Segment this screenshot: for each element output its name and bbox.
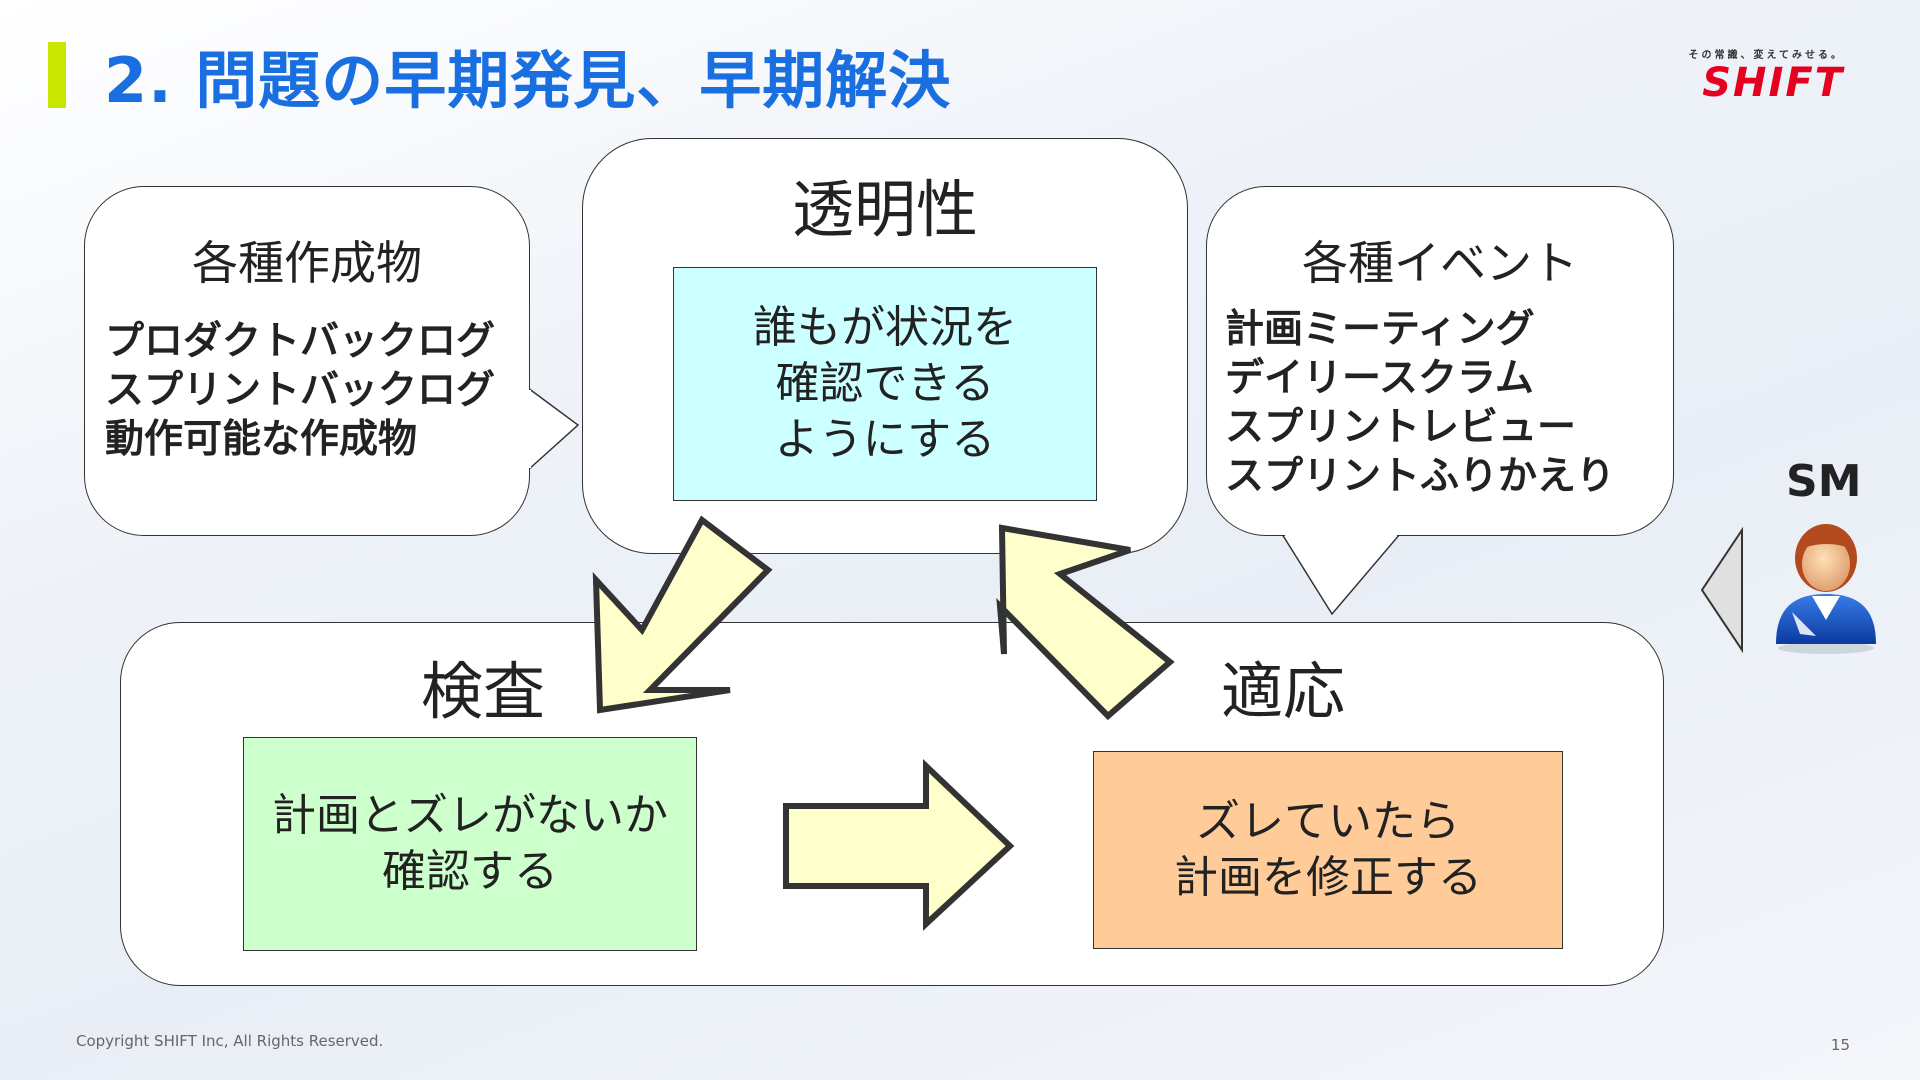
list-item: スプリントレビュー <box>1225 405 1577 450</box>
title-accent-bar <box>48 42 66 108</box>
events-heading: 各種イベント <box>1302 236 1578 290</box>
transparency-note-text: 誰もが状況を 確認できる ようにする <box>753 302 1017 465</box>
list-item: スプリントバックログ <box>105 368 496 413</box>
arrow-to-transparency <box>996 524 1175 721</box>
transparency-heading: 透明性 <box>791 173 978 246</box>
inspection-sticky-note: 計画とズレがないか 確認する <box>243 737 697 951</box>
list-item: プロダクトバックログ <box>105 319 496 364</box>
transparency-sticky-note: 誰もが状況を 確認できる ようにする <box>673 267 1097 501</box>
list-item: スプリントふりかえり <box>1225 454 1616 499</box>
adaptation-sticky-note: ズレていたら 計画を修正する <box>1093 751 1563 949</box>
events-bubble: 各種イベント 計画ミーティング デイリースクラム スプリントレビュー スプリント… <box>1206 186 1674 536</box>
arrow-to-adaptation <box>783 759 1015 931</box>
inspection-heading: 検査 <box>421 655 546 728</box>
list-item: 計画ミーティング <box>1225 307 1535 352</box>
artifacts-bubble: 各種作成物 プロダクトバックログ スプリントバックログ 動作可能な作成物 <box>84 186 530 536</box>
events-list: 計画ミーティング デイリースクラム スプリントレビュー スプリントふりかえり <box>1225 305 1615 501</box>
inspect-adapt-box: 検査 適応 計画とズレがないか 確認する ズレていたら 計画を修正する <box>120 622 1664 986</box>
user-avatar-icon <box>1776 524 1876 654</box>
artifacts-heading: 各種作成物 <box>192 236 422 290</box>
sm-pointer-icon <box>1700 526 1743 654</box>
list-item: 動作可能な作成物 <box>105 417 418 462</box>
adaptation-heading: 適応 <box>1221 655 1346 728</box>
transparency-box: 透明性 誰もが状況を 確認できる ようにする <box>582 138 1188 554</box>
arrow-to-inspection <box>592 515 773 714</box>
logo-tagline: その常識、変えてみせる。 <box>1688 50 1844 61</box>
copyright-text: Copyright SHIFT Inc, All Rights Reserved… <box>76 1032 384 1050</box>
inspection-note-text: 計画とズレがないか 確認する <box>272 790 668 897</box>
slide-title: 2. 問題の早期発見、早期解決 <box>104 44 952 117</box>
shift-logo: SHIFT <box>1702 60 1844 106</box>
page-number: 15 <box>1830 1036 1850 1054</box>
list-item: デイリースクラム <box>1225 356 1534 401</box>
sm-label: SM <box>1786 456 1862 507</box>
artifacts-list: プロダクトバックログ スプリントバックログ 動作可能な作成物 <box>105 317 495 464</box>
adaptation-note-text: ズレていたら 計画を修正する <box>1174 796 1482 903</box>
